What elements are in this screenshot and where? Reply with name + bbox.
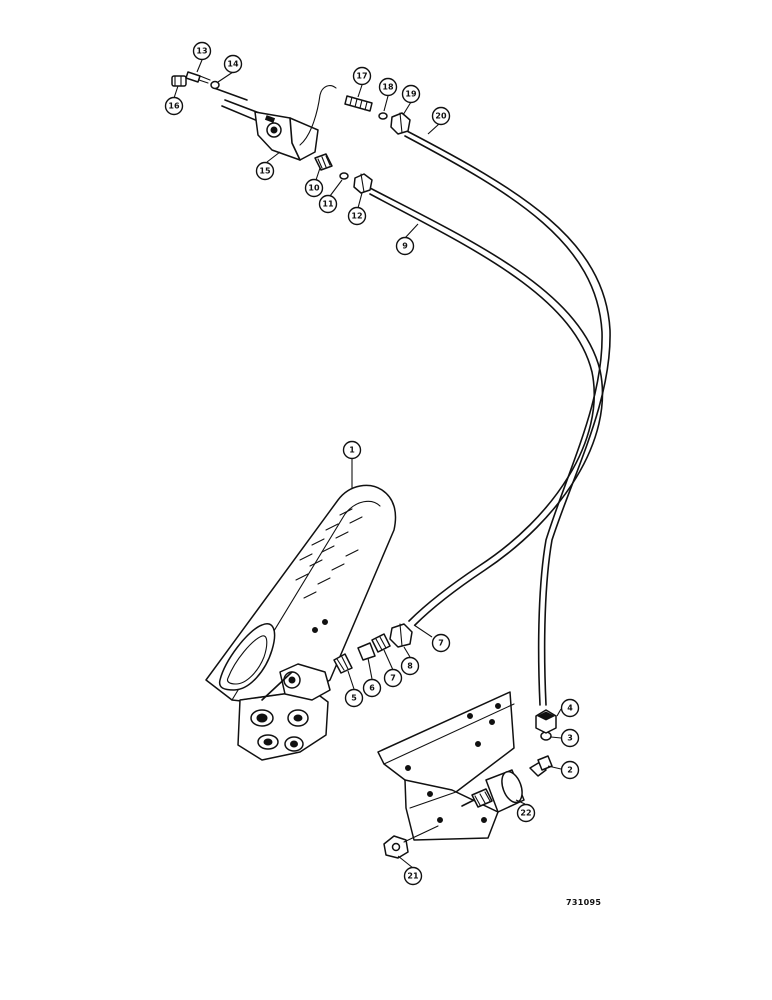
svg-text:9: 9 — [402, 242, 408, 251]
tube-9 — [369, 187, 604, 626]
svg-text:11: 11 — [322, 200, 334, 209]
callout-12: 12 — [347, 206, 367, 226]
svg-text:12: 12 — [351, 212, 362, 221]
callout-5: 5 — [344, 688, 364, 708]
callout-4: 4 — [560, 698, 580, 718]
svg-text:18: 18 — [382, 83, 394, 92]
svg-text:5: 5 — [351, 694, 357, 703]
connector-10 — [314, 153, 333, 171]
callout-3: 3 — [560, 728, 580, 748]
fitting-13 — [185, 71, 211, 84]
callout-20: 20 — [431, 106, 451, 126]
sleeve-18 — [378, 112, 388, 120]
svg-text:3: 3 — [567, 734, 573, 743]
svg-text:8: 8 — [407, 662, 413, 671]
nut-19 — [390, 112, 411, 135]
fitting-5 — [333, 653, 353, 674]
callout-11: 11 — [318, 194, 338, 214]
stop-light-switch-22 — [461, 769, 525, 813]
svg-text:6: 6 — [369, 684, 375, 693]
callout-14: 14 — [223, 54, 243, 74]
nut-4 — [535, 709, 557, 734]
nut-21 — [383, 825, 439, 859]
valve-assembly-15 — [213, 85, 337, 161]
svg-text:1: 1 — [349, 446, 355, 455]
callout-16: 16 — [164, 96, 184, 116]
svg-text:16: 16 — [168, 102, 180, 111]
callout-7-connector: 7 — [383, 668, 403, 688]
svg-text:20: 20 — [435, 112, 447, 121]
callout-21: 21 — [403, 866, 423, 886]
callout-17: 17 — [352, 66, 372, 86]
nut-12 — [353, 173, 373, 194]
tee-fitting-16 — [171, 75, 187, 87]
callout-10: 10 — [304, 178, 324, 198]
elbow-2 — [529, 755, 553, 777]
callout-19: 19 — [401, 84, 421, 104]
callout-18: 18 — [378, 77, 398, 97]
callout-7-tube: 7 — [431, 633, 451, 653]
washer-14 — [210, 80, 220, 90]
svg-text:7: 7 — [438, 639, 444, 648]
svg-text:19: 19 — [405, 90, 417, 99]
foot-pedal-1 — [205, 484, 397, 761]
svg-text:4: 4 — [567, 704, 573, 713]
callout-22: 22 — [516, 803, 536, 823]
svg-text:13: 13 — [196, 47, 207, 56]
nut-8 — [389, 623, 413, 648]
connector-17 — [344, 95, 373, 112]
svg-text:21: 21 — [407, 872, 419, 881]
callout-1: 1 — [342, 440, 362, 460]
callout-15: 15 — [255, 161, 275, 181]
callout-6: 6 — [362, 678, 382, 698]
svg-text:7: 7 — [390, 674, 396, 683]
connector-7 — [371, 633, 391, 653]
svg-text:14: 14 — [227, 60, 239, 69]
svg-text:2: 2 — [567, 766, 573, 775]
svg-text:17: 17 — [356, 72, 367, 81]
svg-text:22: 22 — [520, 809, 531, 818]
sleeve-6 — [357, 642, 376, 661]
drawing-number: 731095 — [566, 898, 602, 907]
callout-9: 9 — [395, 236, 415, 256]
callout-8: 8 — [400, 656, 420, 676]
callout-13: 13 — [192, 41, 212, 61]
mounting-bracket — [377, 691, 515, 841]
svg-text:10: 10 — [308, 184, 320, 193]
callout-2: 2 — [560, 760, 580, 780]
leader-lines — [173, 59, 562, 869]
svg-text:15: 15 — [259, 167, 271, 176]
tube-20 — [404, 129, 611, 706]
sleeve-11 — [339, 172, 349, 180]
